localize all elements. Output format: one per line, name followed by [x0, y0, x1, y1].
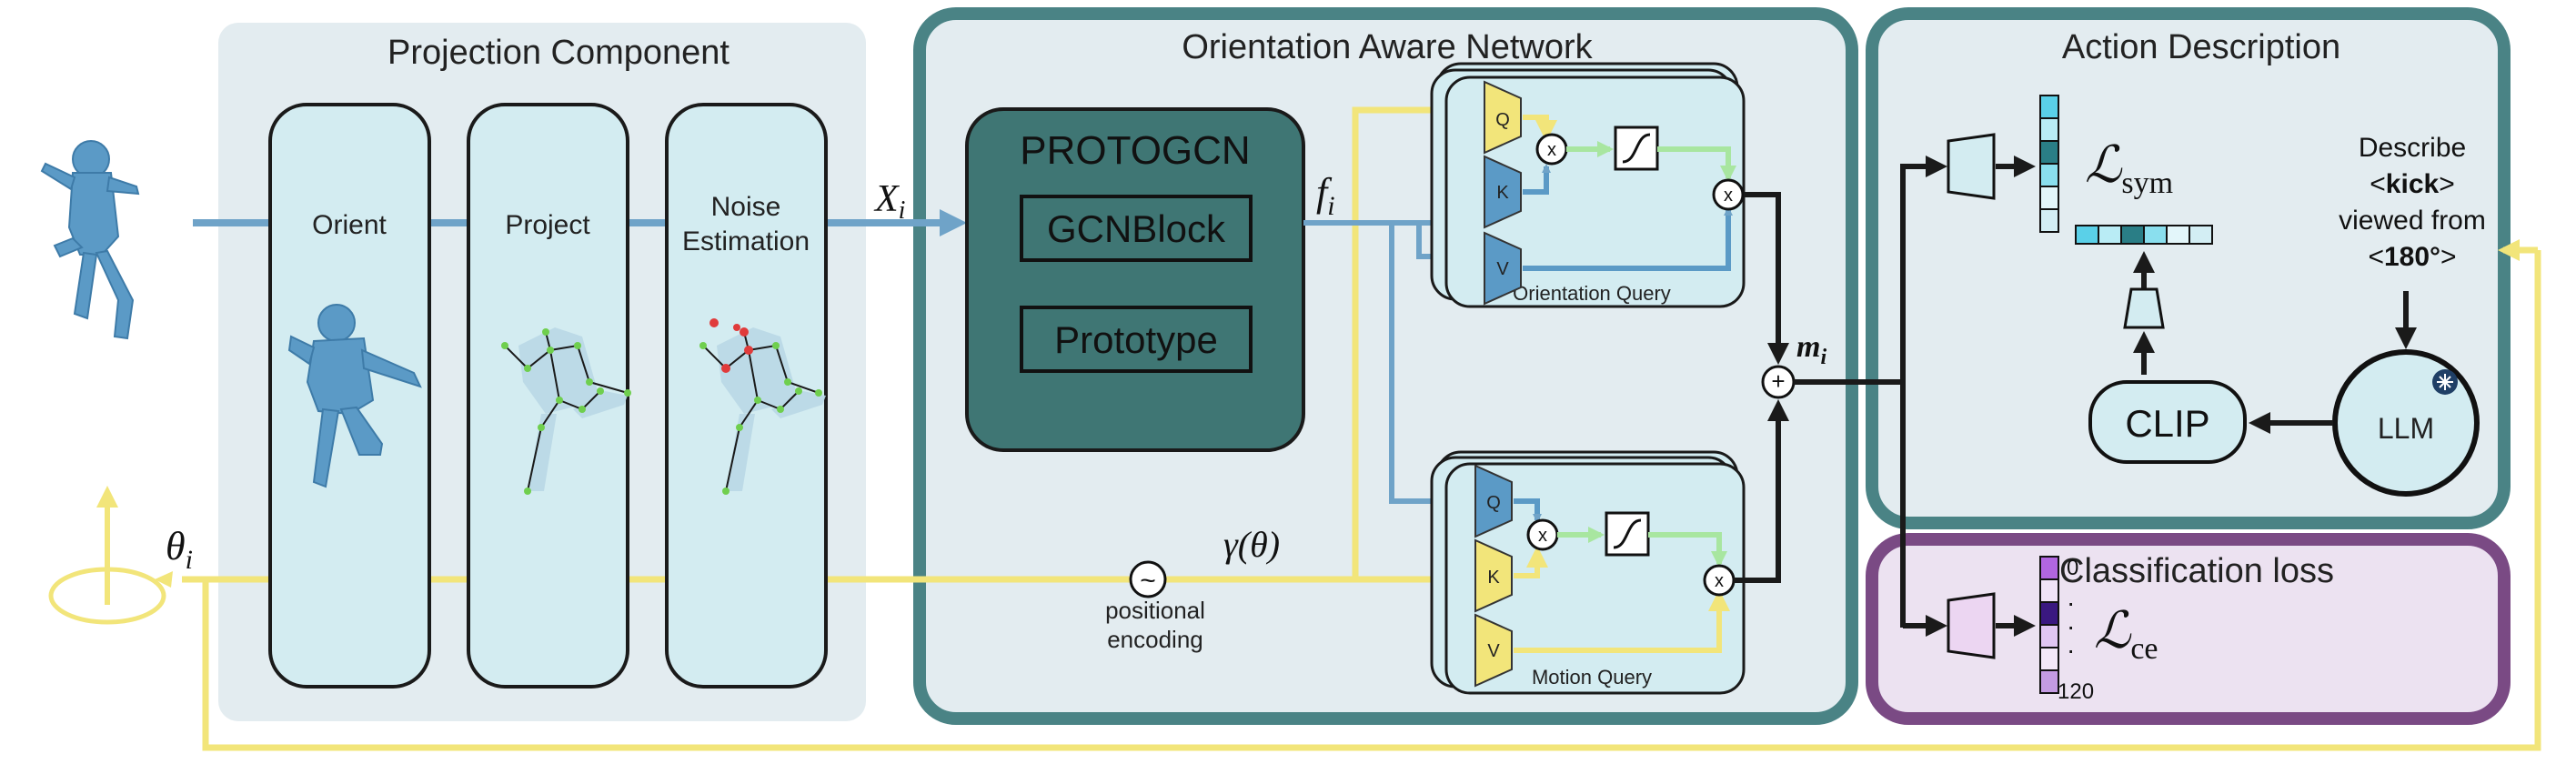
motion-q-trapezoid: [1474, 464, 1513, 538]
orientation-sigmoid-to-mult2: [1657, 146, 1736, 182]
motion-q-to-mult: [1514, 498, 1542, 523]
orientation-v-to-mult2: [1523, 206, 1733, 271]
sum-symbol: +: [1771, 367, 1785, 395]
orientation-sigmoid-box: [1614, 126, 1659, 171]
theta-i-label: θi: [166, 524, 193, 575]
orientation-mult-symbol: x: [1547, 140, 1556, 160]
clip-label: CLIP: [2125, 402, 2209, 445]
orientation-mult2-symbol: x: [1724, 186, 1733, 206]
motion-sigmoid-to-mult2: [1648, 532, 1727, 568]
x-i-label: Xi: [873, 178, 905, 225]
orientation-mult2-node: [1712, 178, 1745, 211]
rotation-gizmo-icon: [48, 486, 173, 625]
orientation-network-title: Orientation Aware Network: [1182, 28, 1593, 66]
llm-label: LLM: [2378, 412, 2434, 445]
protogcn-title: PROTOGCN: [1020, 128, 1250, 173]
motion-k-to-mult: [1514, 546, 1548, 578]
orientation-k-label: K: [1496, 183, 1509, 203]
positional-encoding-node: [1129, 560, 1167, 598]
motion-v-trapezoid: [1474, 613, 1513, 688]
motion-q-label: Q: [1486, 493, 1501, 513]
projection-component-title: Projection Component: [387, 34, 730, 72]
positional-label-line2: encoding: [1107, 626, 1203, 653]
describe-line3: viewed from: [2339, 206, 2486, 236]
gcnblock-box: [1020, 195, 1253, 262]
noise-label-line1: Noise: [711, 192, 781, 222]
sym-projection-head: [1947, 133, 1996, 200]
motion-sigmoid-icon: [1613, 518, 1642, 549]
motion-output-to-sum: [1734, 399, 1789, 583]
ce-projection-head: [1947, 592, 1996, 659]
orientation-query-label: Orientation Query: [1513, 282, 1671, 305]
orientation-sigmoid-icon: [1622, 133, 1651, 164]
input-human-figure-icon: [40, 140, 140, 340]
clip-module: [2088, 380, 2247, 464]
gamma-theta-label: γ(θ): [1223, 524, 1280, 565]
motion-query-label: Motion Query: [1532, 666, 1652, 689]
gcnblock-label: GCNBlock: [1047, 207, 1226, 250]
prototype-box: [1020, 306, 1253, 373]
describe-line2: <kick>: [2370, 169, 2454, 199]
motion-mult-symbol: x: [1538, 526, 1547, 546]
orientation-k-trapezoid: [1484, 155, 1522, 229]
protogcn-block: [965, 107, 1305, 452]
class-index-bottom: 120: [2058, 679, 2094, 704]
positional-label-line1: positional: [1105, 597, 1205, 624]
noisy-skeleton-icon: [699, 318, 826, 495]
m-i-label: mi: [1796, 330, 1826, 369]
clip-projection-head: [2123, 287, 2165, 329]
describe-line1: Describe: [2359, 133, 2466, 163]
motion-mult2-symbol: x: [1715, 571, 1724, 591]
orientation-q-to-mult: [1523, 115, 1557, 142]
motion-v-label: V: [1487, 641, 1500, 661]
l-ce-label: ℒce: [2094, 603, 2158, 666]
orientation-q-label: Q: [1495, 110, 1510, 130]
motion-k-trapezoid: [1474, 538, 1513, 613]
text-embedding-vector: [2075, 225, 2213, 245]
class-index-dot3: ·: [2067, 636, 2075, 664]
classification-loss-title: Classification loss: [2059, 552, 2334, 590]
class-index-dot2: ·: [2067, 612, 2075, 640]
oriented-human-figure-icon: [287, 304, 422, 488]
positional-encoding-symbol: ~: [1140, 566, 1156, 596]
classification-loss-panel: [1866, 533, 2511, 725]
llm-spark-icon: [2432, 369, 2458, 395]
action-description-title: Action Description: [2062, 28, 2340, 66]
motion-v-to-mult2: [1514, 589, 1730, 653]
class-index-top: 0: [2067, 556, 2078, 580]
class-index-dot1: ·: [2067, 588, 2075, 617]
project-label: Project: [505, 210, 590, 240]
orientation-q-trapezoid: [1484, 80, 1522, 155]
orientation-v-trapezoid: [1484, 231, 1522, 306]
class-logit-vector: [2039, 556, 2059, 694]
describe-line4: <180°>: [2368, 242, 2456, 272]
orient-label: Orient: [312, 210, 387, 240]
projected-skeleton-icon: [501, 327, 631, 495]
orientation-k-to-mult: [1523, 164, 1551, 195]
orientation-v-label: V: [1496, 259, 1509, 279]
sym-embedding-vector: [2039, 95, 2059, 233]
motion-k-label: K: [1487, 568, 1500, 588]
noise-label-line2: Estimation: [682, 226, 810, 256]
orientation-output-to-sum: [1744, 192, 1789, 365]
prototype-label: Prototype: [1054, 318, 1218, 361]
l-sym-label: ℒsym: [2085, 137, 2173, 200]
